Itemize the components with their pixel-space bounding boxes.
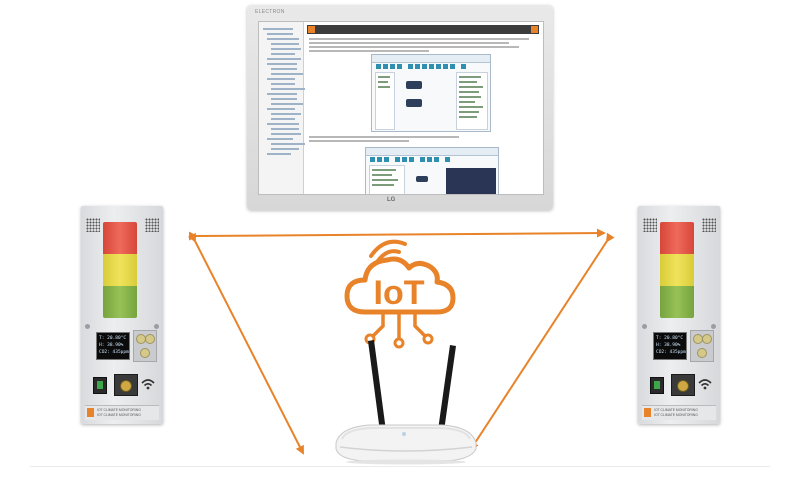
green-lamp bbox=[103, 286, 137, 318]
oled-temperature: T: 20.80°C bbox=[99, 336, 127, 341]
green-lamp bbox=[660, 286, 694, 318]
yellow-button[interactable] bbox=[140, 348, 150, 358]
red-lamp bbox=[660, 222, 694, 254]
document-panel bbox=[305, 22, 543, 194]
oled-co2: CO2: 435ppm bbox=[99, 350, 129, 355]
ethernet-port bbox=[671, 374, 695, 396]
power-switch[interactable] bbox=[93, 377, 107, 394]
product-label-line1: IOT CLIMATE MONITORING bbox=[654, 408, 698, 412]
oled-temperature: T: 20.80°C bbox=[656, 336, 684, 341]
andon-tower-right: T: 20.80°C H: 38.90% CO2: 435ppm IOT CLI… bbox=[638, 206, 720, 424]
brand-logo bbox=[644, 408, 651, 417]
yellow-button[interactable] bbox=[702, 334, 712, 344]
product-label: IOT CLIMATE MONITORING IOT CLIMATE MONIT… bbox=[85, 405, 159, 420]
andon-tower-left: T: 20.80°C H: 38.90% CO2: 435ppm IOT CLI… bbox=[81, 206, 163, 424]
power-switch[interactable] bbox=[650, 377, 664, 394]
screenshot-window-1 bbox=[371, 54, 491, 132]
product-label-line2: IOT CLIMATE MONITORING bbox=[97, 413, 141, 417]
yellow-lamp bbox=[103, 254, 137, 286]
router-icon bbox=[335, 340, 477, 465]
wifi-icon bbox=[698, 379, 712, 390]
floor-line bbox=[30, 466, 770, 467]
speaker-grille bbox=[145, 218, 159, 232]
project-tree-panel bbox=[259, 22, 305, 194]
product-label: IOT CLIMATE MONITORING IOT CLIMATE MONIT… bbox=[642, 405, 716, 420]
monitor-brand: ELECTRON bbox=[255, 9, 285, 15]
screenshot-window-2 bbox=[365, 147, 499, 194]
monitor-logo: LG bbox=[387, 197, 396, 203]
product-label-line1: IOT CLIMATE MONITORING bbox=[97, 408, 141, 412]
yellow-lamp bbox=[660, 254, 694, 286]
light-column bbox=[103, 222, 137, 318]
light-column bbox=[660, 222, 694, 318]
brand-logo bbox=[87, 408, 94, 417]
close-icon bbox=[531, 26, 538, 33]
speaker-grille bbox=[86, 218, 100, 232]
arrow-tower-left-to-router bbox=[187, 232, 304, 455]
ethernet-port bbox=[114, 374, 138, 396]
oled-display: T: 20.80°C H: 38.90% CO2: 435ppm bbox=[96, 332, 130, 360]
monitor-screen bbox=[258, 21, 544, 195]
document-title-bar bbox=[307, 25, 539, 34]
monitor: ELECTRON bbox=[247, 5, 553, 210]
iot-label: IoT bbox=[374, 274, 425, 312]
speaker-grille bbox=[702, 218, 716, 232]
oled-humidity: H: 38.90% bbox=[656, 343, 681, 348]
arrow-tower-right-to-router bbox=[469, 232, 615, 451]
oled-display: T: 20.80°C H: 38.90% CO2: 435ppm bbox=[653, 332, 687, 360]
oled-humidity: H: 38.90% bbox=[99, 343, 124, 348]
wifi-icon bbox=[141, 379, 155, 390]
product-label-line2: IOT CLIMATE MONITORING bbox=[654, 413, 698, 417]
yellow-button[interactable] bbox=[697, 348, 707, 358]
red-lamp bbox=[103, 222, 137, 254]
oled-co2: CO2: 435ppm bbox=[656, 350, 686, 355]
speaker-grille bbox=[643, 218, 657, 232]
button-panel bbox=[133, 330, 157, 362]
cloud-iot-icon: IoT bbox=[344, 239, 456, 349]
app-icon bbox=[308, 26, 315, 33]
button-panel bbox=[690, 330, 714, 362]
yellow-button[interactable] bbox=[145, 334, 155, 344]
